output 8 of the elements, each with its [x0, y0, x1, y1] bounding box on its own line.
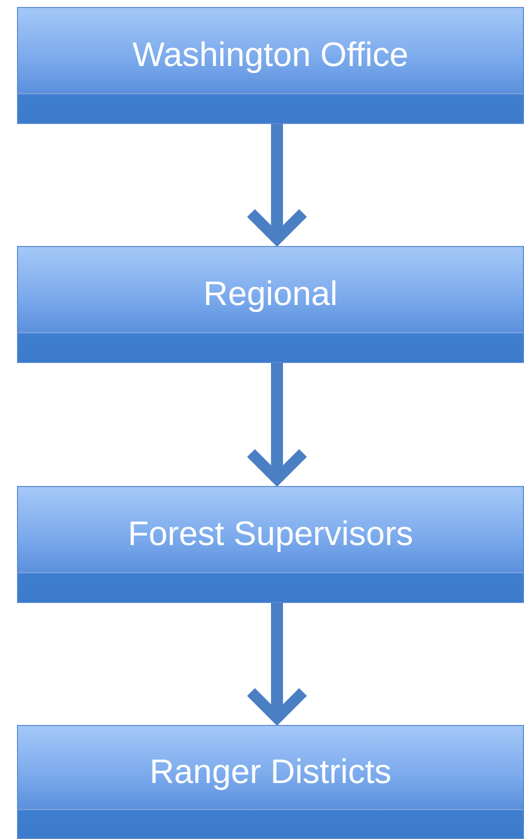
- process-box: [17, 7, 524, 124]
- box-label: Regional: [202, 274, 339, 314]
- process-box: [17, 725, 524, 839]
- box-label: Washington Office: [132, 36, 410, 75]
- process-box: [17, 246, 524, 363]
- process-box: [17, 486, 524, 603]
- box-label: Forest Supervisors: [126, 514, 414, 554]
- box-label: Ranger Districts: [148, 752, 392, 792]
